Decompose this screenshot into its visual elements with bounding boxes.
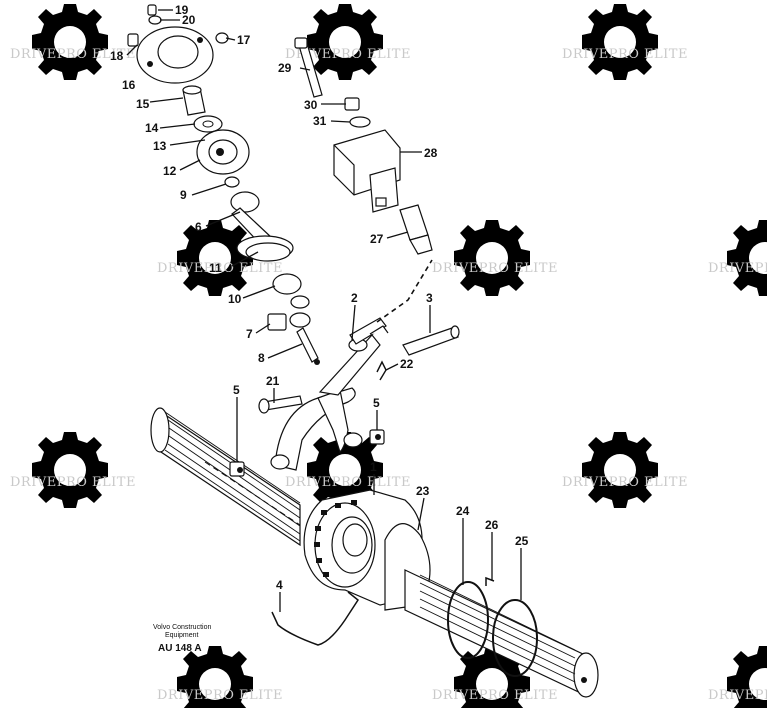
callout-16: 16 bbox=[122, 78, 136, 92]
bolt-21 bbox=[258, 395, 303, 414]
nut-5-left bbox=[229, 461, 245, 477]
callout-15: 15 bbox=[136, 97, 150, 111]
callout-6: 6 bbox=[195, 220, 202, 234]
spacer-7 bbox=[267, 312, 311, 331]
callout-23: 23 bbox=[416, 484, 430, 498]
bushing-15 bbox=[182, 85, 206, 116]
switch-sensor-27 bbox=[399, 204, 433, 255]
watermark-gear-icon bbox=[307, 4, 383, 80]
watermark-gear-icon bbox=[32, 432, 108, 508]
watermark-text: DRIVEPRO ELITE bbox=[432, 688, 558, 703]
dust-cover-11 bbox=[236, 235, 294, 262]
watermark-gear-icon bbox=[727, 220, 767, 296]
callout-19: 19 bbox=[175, 3, 189, 17]
watermark-text: DRIVEPRO ELITE bbox=[10, 475, 136, 490]
washer-9 bbox=[224, 176, 240, 188]
washer-20 bbox=[148, 15, 162, 25]
drawing-footer: Volvo Construction Equipment AU 148 A bbox=[153, 624, 211, 654]
watermark-text: DRIVEPRO ELITE bbox=[157, 688, 283, 703]
footer-drawing-code: AU 148 A bbox=[158, 643, 202, 654]
callout-9: 9 bbox=[180, 188, 187, 202]
coupling-sleeve-23 bbox=[303, 489, 431, 611]
ball-joint-10 bbox=[272, 273, 310, 309]
pin-3 bbox=[402, 325, 460, 356]
housing-bracket-28 bbox=[333, 129, 401, 213]
watermark-gear-icon bbox=[454, 220, 530, 296]
callout-3: 3 bbox=[426, 291, 433, 305]
control-cable bbox=[376, 259, 433, 323]
bolt-29 bbox=[294, 37, 323, 98]
watermark-text: DRIVEPRO ELITE bbox=[708, 688, 767, 703]
leader-lines bbox=[126, 9, 522, 612]
screw-19 bbox=[147, 4, 157, 16]
watermark-layer: DRIVEPRO ELITE DRIVEPRO ELITE DRIVEPRO E… bbox=[10, 4, 767, 708]
callout-2: 2 bbox=[351, 291, 358, 305]
rod-8 bbox=[296, 327, 320, 365]
nut-30 bbox=[344, 97, 360, 111]
snap-ring-24 bbox=[447, 581, 489, 659]
callout-20: 20 bbox=[182, 13, 196, 27]
callout-14: 14 bbox=[145, 121, 159, 135]
output-shaft bbox=[404, 569, 599, 698]
watermark-gear-icon bbox=[582, 432, 658, 508]
callout-17: 17 bbox=[237, 33, 251, 47]
callout-11: 11 bbox=[209, 261, 222, 275]
callout-26: 26 bbox=[485, 518, 499, 532]
rubber-boot-12 bbox=[196, 129, 250, 175]
cover-plate-16 bbox=[136, 26, 214, 84]
watermark-text: DRIVEPRO ELITE bbox=[562, 475, 688, 490]
watermark-text: DRIVEPRO ELITE bbox=[157, 261, 283, 276]
callout-1: 1 bbox=[370, 460, 377, 474]
callout-29: 29 bbox=[278, 61, 292, 75]
spring-clip-22 bbox=[376, 360, 387, 381]
screw-18 bbox=[127, 33, 139, 47]
wire-spring-4 bbox=[271, 591, 359, 646]
callout-22: 22 bbox=[400, 357, 414, 371]
circlip-26 bbox=[485, 576, 495, 586]
watermark-text: DRIVEPRO ELITE bbox=[285, 47, 411, 62]
watermark-gear-icon bbox=[32, 4, 108, 80]
lever-arm-2 bbox=[349, 317, 389, 345]
callout-12: 12 bbox=[163, 164, 177, 178]
callout-13: 13 bbox=[153, 139, 167, 153]
nut-5-right bbox=[369, 429, 385, 445]
callout-28: 28 bbox=[424, 146, 438, 160]
watermark-gear-icon bbox=[177, 220, 253, 296]
callout-10: 10 bbox=[228, 292, 242, 306]
callout-4: 4 bbox=[276, 578, 283, 592]
callout-18: 18 bbox=[110, 49, 124, 63]
watermark-text: DRIVEPRO ELITE bbox=[10, 47, 136, 62]
callout-8: 8 bbox=[258, 351, 265, 365]
seal-14 bbox=[193, 115, 223, 133]
callout-30: 30 bbox=[304, 98, 318, 112]
callout-labels: 19 20 17 18 16 15 14 13 12 9 6 11 10 7 8… bbox=[110, 3, 529, 592]
callout-5-right: 5 bbox=[373, 396, 380, 410]
watermark-text: DRIVEPRO ELITE bbox=[562, 47, 688, 62]
callout-5-left: 5 bbox=[233, 383, 240, 397]
callout-21: 21 bbox=[266, 374, 280, 388]
callout-7: 7 bbox=[246, 327, 253, 341]
callout-25: 25 bbox=[515, 534, 529, 548]
watermark-text: DRIVEPRO ELITE bbox=[432, 261, 558, 276]
watermark-text: DRIVEPRO ELITE bbox=[708, 261, 767, 276]
snap-ring-25 bbox=[492, 599, 538, 677]
watermark-text: DRIVEPRO ELITE bbox=[285, 475, 411, 490]
splined-shaft bbox=[150, 407, 301, 547]
callout-31: 31 bbox=[313, 114, 327, 128]
footer-company: Volvo Construction bbox=[153, 624, 211, 631]
footer-company-line2: Equipment bbox=[165, 632, 199, 639]
callout-24: 24 bbox=[456, 504, 470, 518]
selector-fork-1 bbox=[270, 334, 381, 471]
washer-31 bbox=[349, 116, 371, 128]
callout-27: 27 bbox=[370, 232, 384, 246]
watermark-gear-icon bbox=[582, 4, 658, 80]
